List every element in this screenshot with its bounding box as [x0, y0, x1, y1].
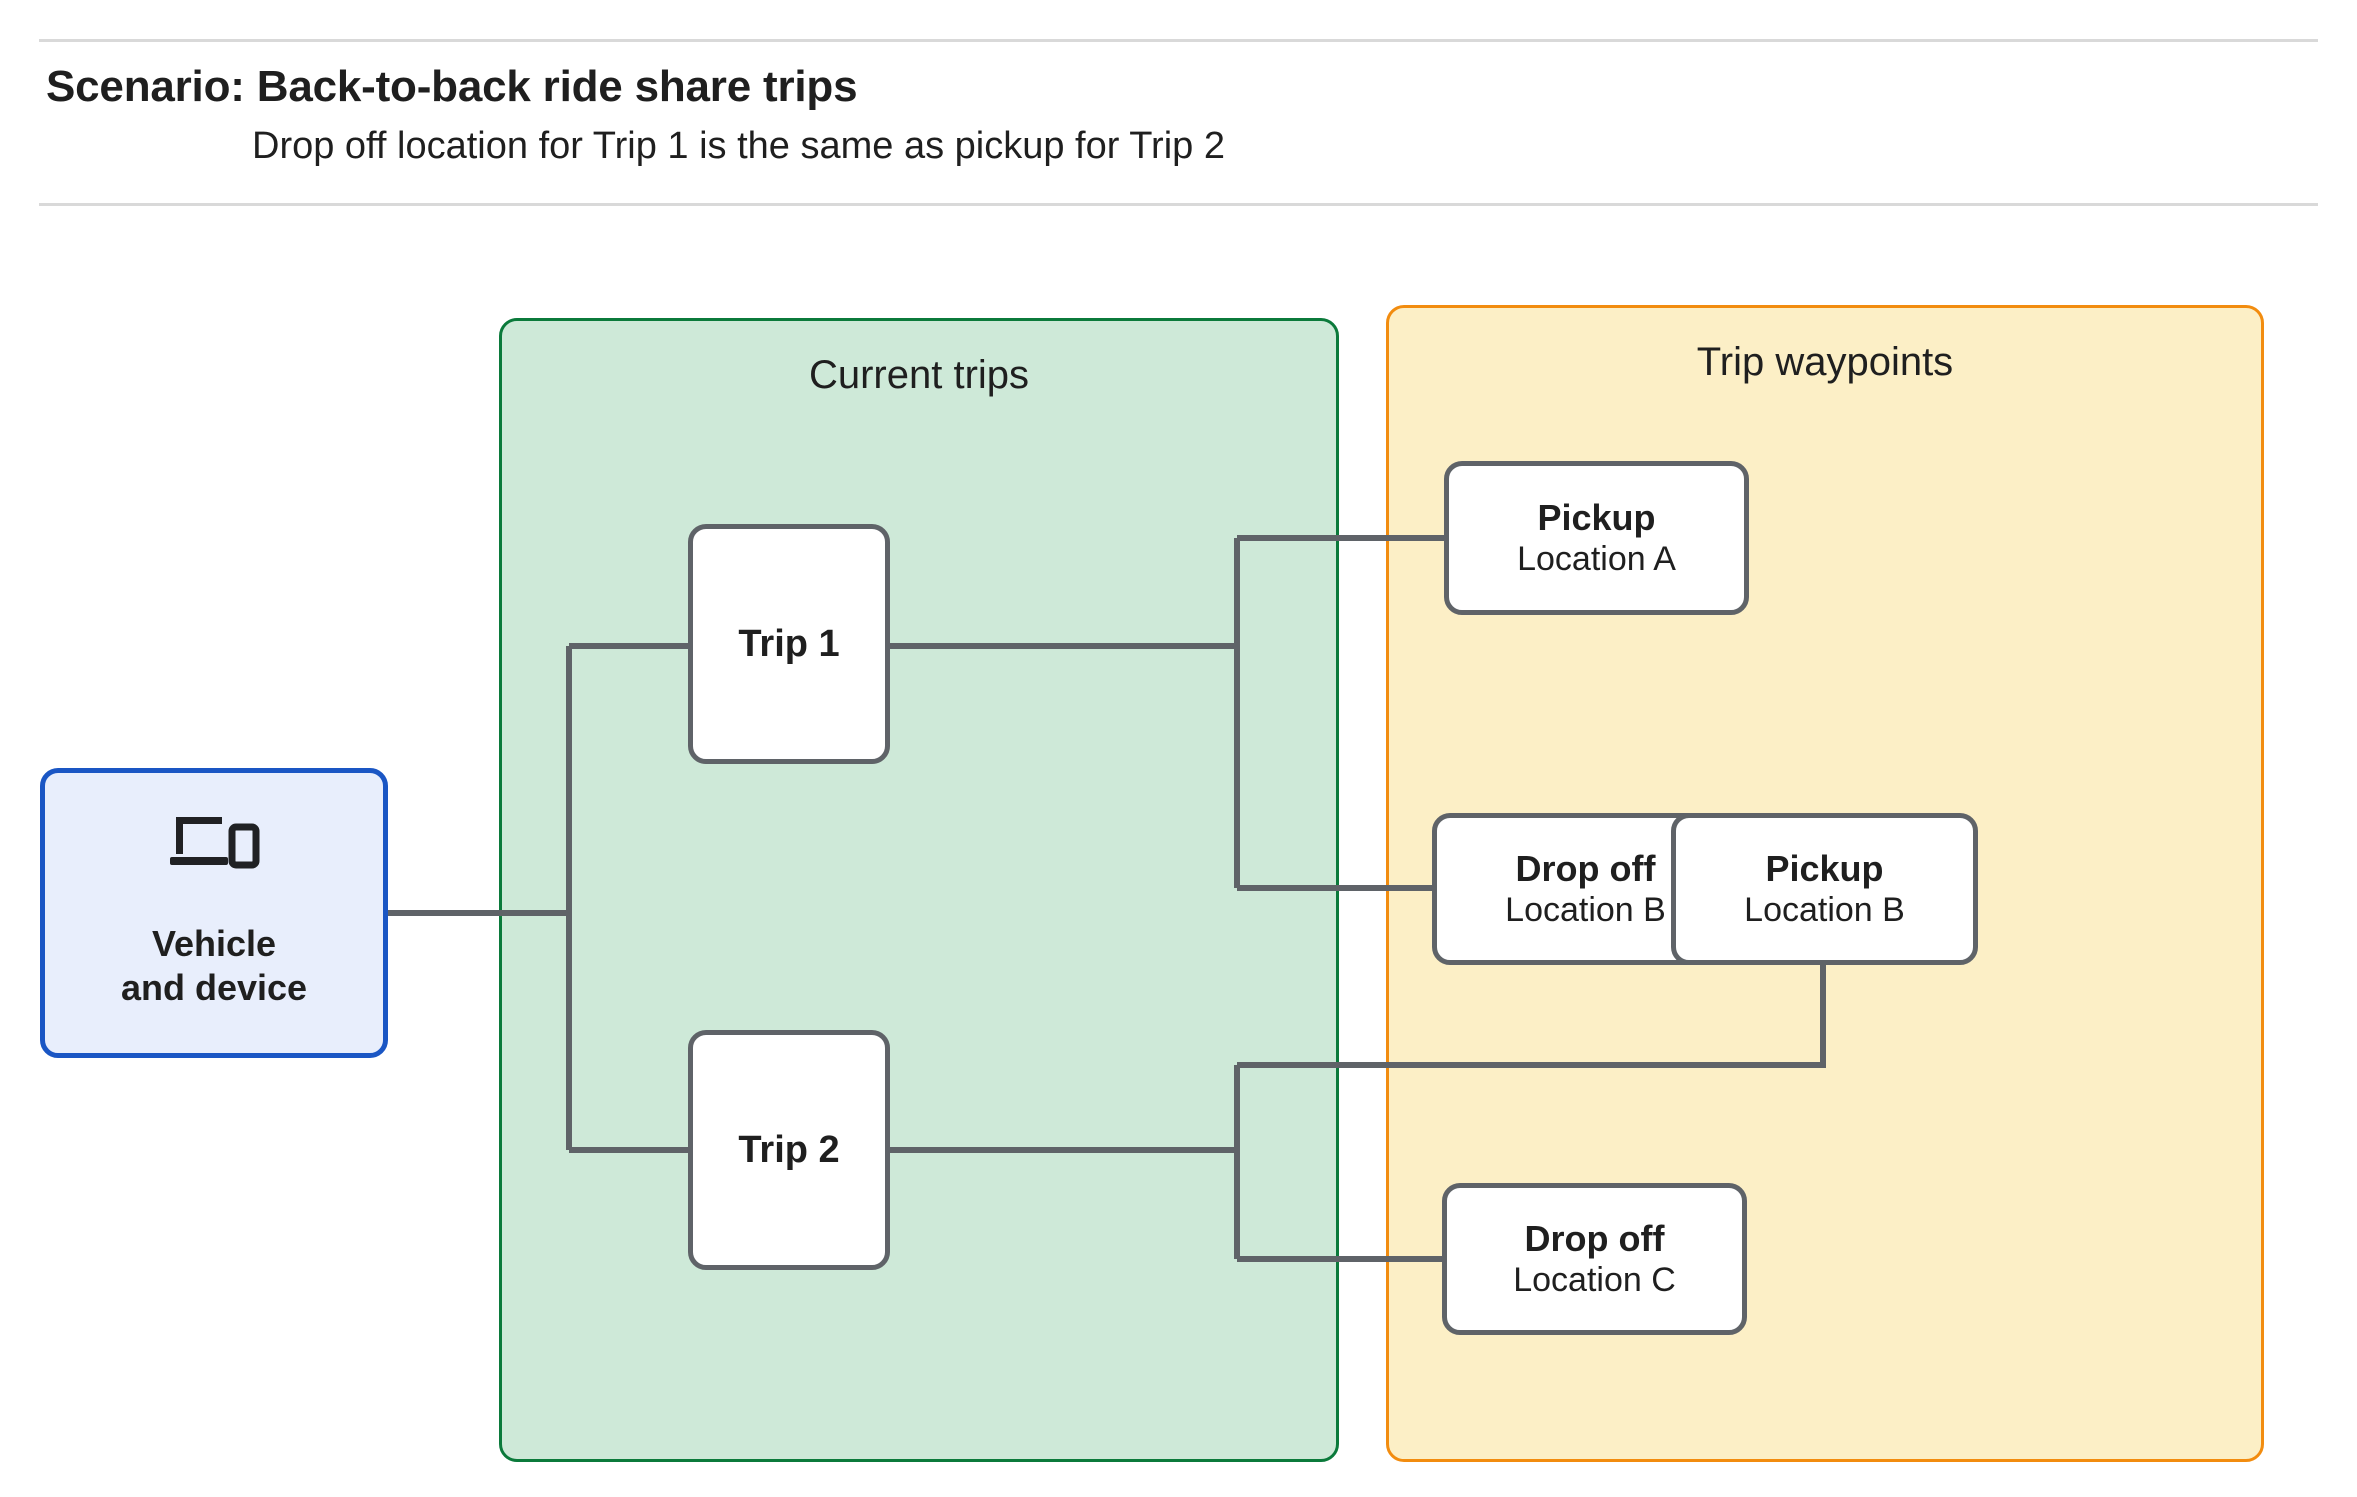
- waypoint-node-pickup-a-type: Pickup: [1537, 496, 1656, 538]
- vehicle-and-device-node[interactable]: Vehicle and device: [40, 768, 388, 1058]
- panel-trip-waypoints-label: Trip waypoints: [1696, 340, 1954, 384]
- trip-node-1[interactable]: Trip 1: [688, 524, 890, 764]
- header-divider-top: [39, 39, 2318, 42]
- trip-node-1-label: Trip 1: [738, 622, 840, 665]
- waypoint-node-dropoff-b-location: Location B: [1505, 891, 1666, 930]
- trip-node-2[interactable]: Trip 2: [688, 1030, 890, 1270]
- header-divider-bottom: [39, 203, 2318, 206]
- panel-current-trips-label: Current trips: [808, 353, 1030, 397]
- vehicle-node-label-line2: and device: [120, 966, 308, 1008]
- trip-node-2-label: Trip 2: [738, 1128, 840, 1171]
- devices-icon: [168, 811, 260, 878]
- page-subtitle: Drop off location for Trip 1 is the same…: [252, 125, 1225, 167]
- waypoint-node-dropoff-c-location: Location C: [1513, 1261, 1676, 1300]
- waypoint-node-pickup-a[interactable]: Pickup Location A: [1444, 461, 1749, 615]
- waypoint-node-pickup-b-type: Pickup: [1765, 847, 1884, 889]
- waypoint-node-dropoff-c-type: Drop off: [1524, 1217, 1665, 1259]
- vehicle-node-label: Vehicle and device: [121, 922, 307, 1008]
- page-title: Scenario: Back-to-back ride share trips: [46, 62, 858, 111]
- waypoint-node-dropoff-b-type: Drop off: [1515, 847, 1656, 889]
- waypoint-node-pickup-b-location: Location B: [1744, 891, 1905, 930]
- waypoint-node-dropoff-c[interactable]: Drop off Location C: [1442, 1183, 1747, 1335]
- panel-current-trips: Current trips: [499, 318, 1339, 1462]
- vehicle-node-label-line1: Vehicle: [151, 923, 277, 965]
- waypoint-node-pickup-b[interactable]: Pickup Location B: [1671, 813, 1978, 965]
- waypoint-node-pickup-a-location: Location A: [1517, 540, 1676, 579]
